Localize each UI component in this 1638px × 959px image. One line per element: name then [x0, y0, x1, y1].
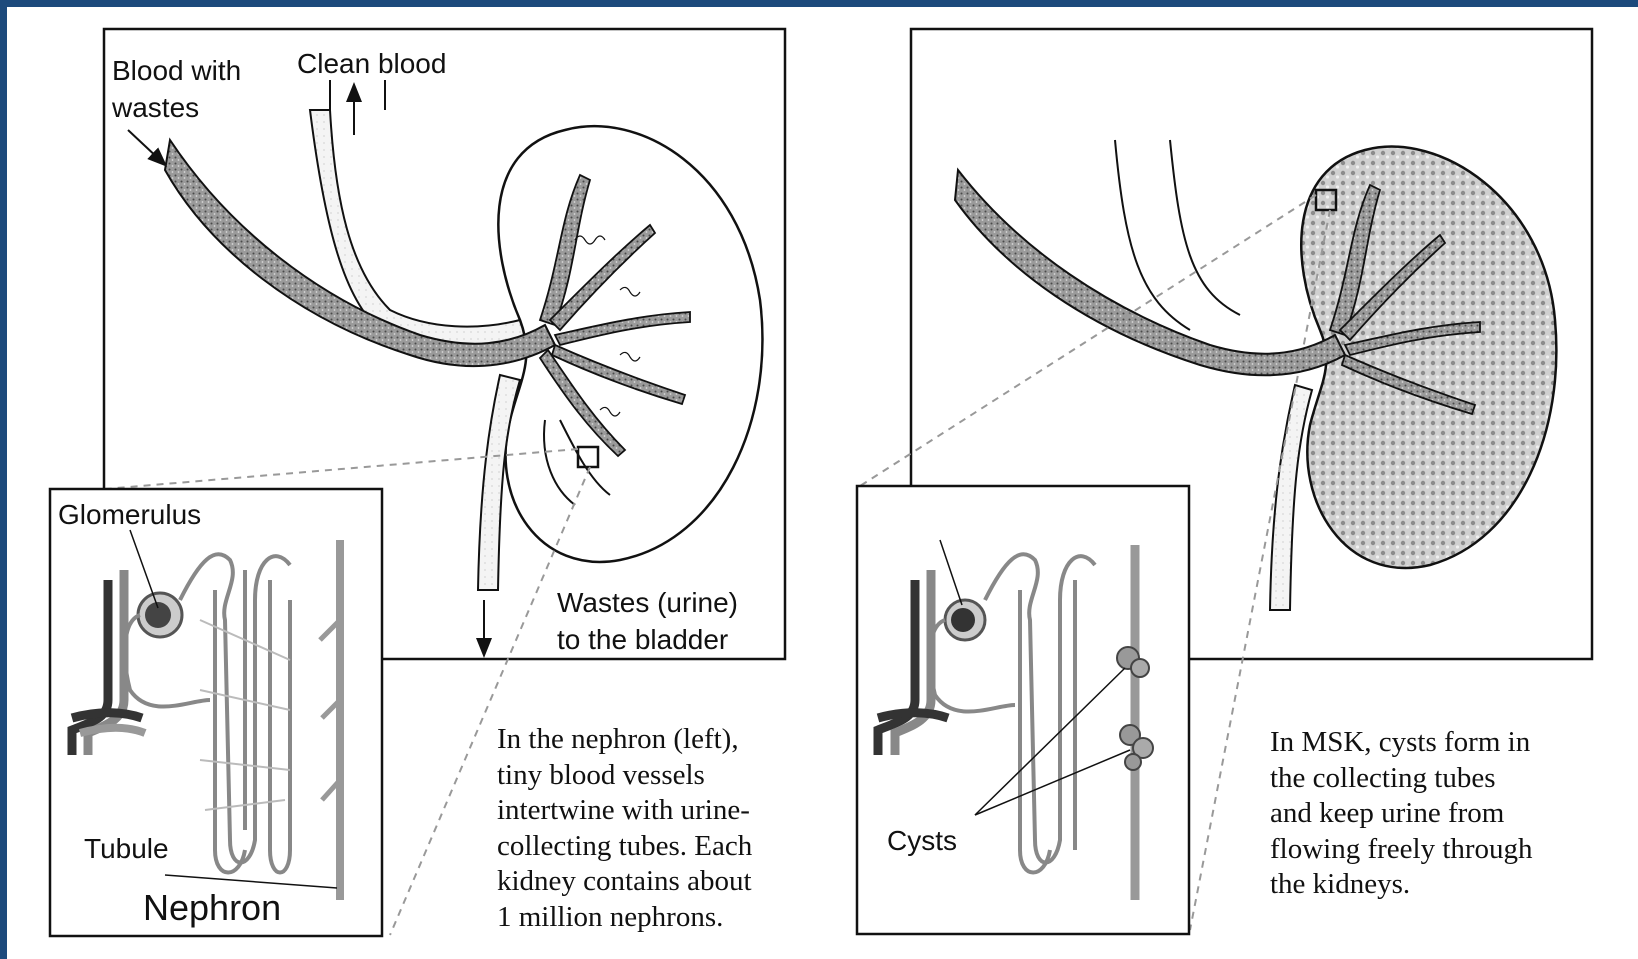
caption-right: In MSK, cysts form in the collecting tub… [1270, 725, 1533, 903]
right-inset-panel [857, 486, 1189, 934]
label-blood-with-wastes: Blood with wastes [112, 52, 241, 126]
caption-left: In the nephron (left), tiny blood vessel… [497, 722, 752, 935]
left-inset-panel [50, 489, 382, 936]
label-clean-blood: Clean blood [297, 45, 446, 82]
label-glomerulus: Glomerulus [58, 496, 201, 533]
label-wastes-urine: Wastes (urine) to the bladder [557, 584, 738, 658]
label-tubule: Tubule [84, 830, 169, 867]
label-nephron-title: Nephron [143, 889, 281, 926]
label-cysts: Cysts [887, 822, 957, 859]
